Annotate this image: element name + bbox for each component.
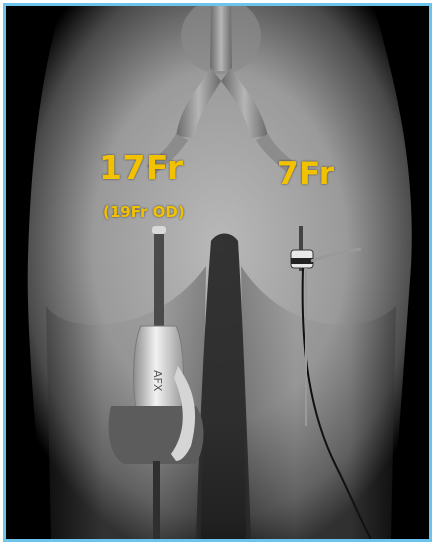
right-sheath-size-label: 7Fr — [277, 156, 335, 192]
anatomy-illustration: AFX — [6, 6, 429, 539]
left-sheath-size-label: 17Fr — [99, 148, 184, 187]
left-sheath-od-label: (19Fr OD) — [103, 203, 185, 221]
left-sheath-shaft — [153, 461, 160, 539]
left-sheath-tube — [154, 228, 164, 338]
right-sheath-hub-band — [291, 258, 313, 264]
sheath-brand-mark: AFX — [151, 370, 164, 392]
left-sheath-tip — [152, 226, 166, 234]
illustration-panel: AFX 17Fr (19Fr OD) 7Fr — [3, 3, 432, 542]
aorta — [210, 6, 232, 71]
